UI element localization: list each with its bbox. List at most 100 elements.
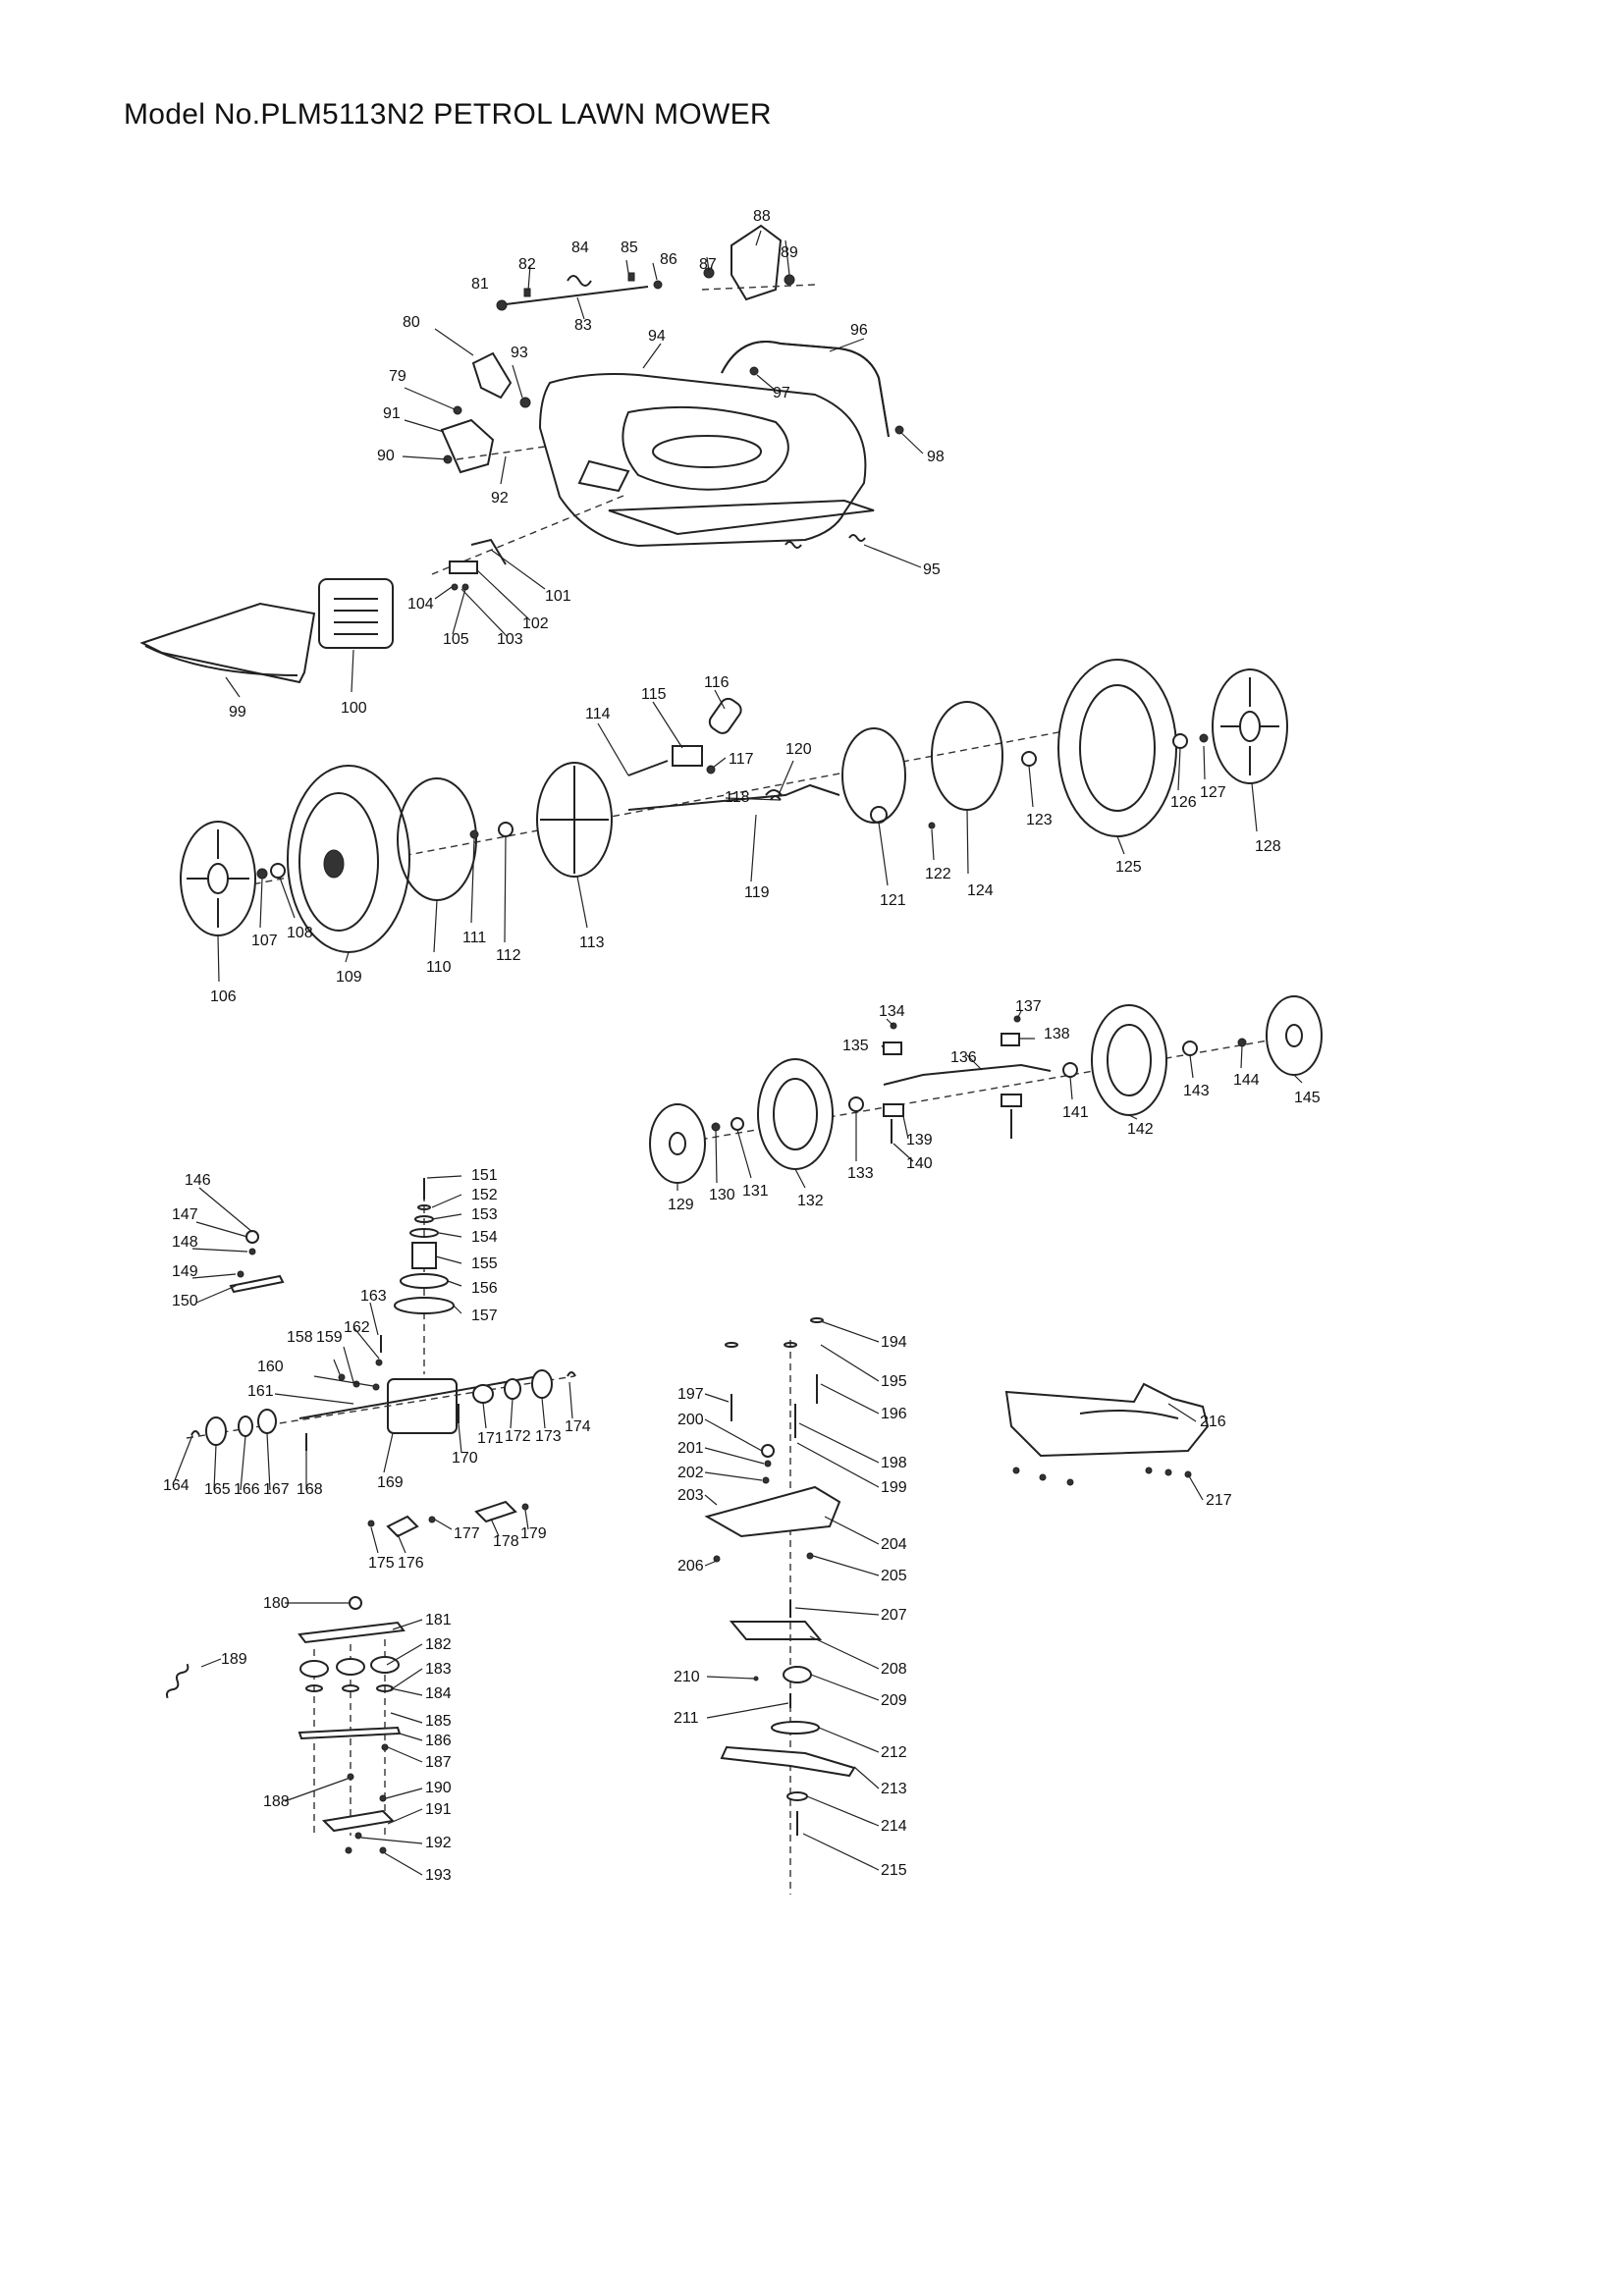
handle-bracket-88 [730, 224, 783, 301]
part-label-160: 160 [257, 1359, 284, 1375]
washer-130 [711, 1122, 721, 1132]
part-label-195: 195 [881, 1373, 907, 1390]
part-label-165: 165 [204, 1481, 231, 1498]
part-label-161: 161 [247, 1383, 274, 1400]
part-label-134: 134 [879, 1003, 905, 1020]
part-label-132: 132 [797, 1193, 824, 1209]
part-label-206: 206 [677, 1558, 704, 1575]
part-label-101: 101 [545, 588, 571, 605]
clip-120 [770, 795, 782, 801]
part-label-108: 108 [287, 925, 313, 941]
part-label-117: 117 [729, 751, 754, 768]
part-label-99: 99 [229, 704, 246, 721]
gear-ring-124 [931, 701, 1003, 811]
part-label-176: 176 [398, 1555, 424, 1572]
blade-assembly [704, 1317, 856, 1895]
washer-214 [786, 1791, 808, 1801]
part-label-111: 112 [496, 947, 521, 964]
part-label-177: 177 [454, 1525, 480, 1542]
pulley-155 [411, 1242, 437, 1269]
part-label-122: 122 [925, 866, 951, 882]
wheel-142 [1091, 1004, 1167, 1116]
washer-194c [810, 1317, 824, 1323]
part-label-198: 198 [881, 1455, 907, 1471]
part-label-154: 154 [471, 1229, 498, 1246]
washer-154 [409, 1228, 439, 1238]
clamp-139b [1001, 1094, 1022, 1107]
pulley-209 [783, 1666, 812, 1683]
nut-205 [806, 1552, 814, 1560]
part-label-92: 92 [491, 490, 509, 507]
part-label-118: 118 [725, 789, 750, 806]
nut-147 [245, 1230, 259, 1244]
hub-cap-106 [180, 821, 256, 936]
grass-bag-seam [144, 645, 298, 676]
part-label-186: 186 [425, 1733, 452, 1749]
wheel-142-rim [1107, 1024, 1152, 1096]
bracket-191 [321, 1809, 396, 1833]
gearbox-169 [387, 1378, 458, 1434]
clip-174 [567, 1371, 576, 1377]
bearing-108 [270, 863, 286, 879]
deck-inner-rim [622, 405, 789, 491]
part-label-187: 187 [425, 1754, 452, 1771]
flange-157 [394, 1297, 455, 1314]
screw-217d [1145, 1467, 1153, 1474]
nut-81 [496, 299, 508, 311]
part-label-115: 115 [641, 686, 667, 703]
part-label-133: 133 [847, 1165, 874, 1182]
part-label-201: 201 [677, 1440, 704, 1457]
screw-175 [367, 1520, 375, 1527]
part-label-127: 127 [1200, 784, 1226, 801]
part-label-93: 93 [511, 345, 528, 361]
gear-ring-110 [397, 777, 477, 901]
pulley-bracket-assembly [165, 1596, 406, 1854]
part-label-167: 167 [263, 1481, 290, 1498]
part-label-200: 200 [677, 1412, 704, 1428]
part-label-178: 178 [493, 1533, 519, 1550]
part-label-209: 209 [881, 1692, 907, 1709]
part-label-96: 96 [850, 322, 868, 339]
washer-183 [305, 1684, 323, 1692]
part-label-184: 184 [425, 1685, 452, 1702]
nut-200 [761, 1444, 775, 1458]
part-label-179: 179 [520, 1525, 547, 1542]
screw-104 [451, 583, 459, 591]
nut-93 [519, 397, 531, 408]
wheel-125-rim [1079, 684, 1156, 812]
washer-194b [784, 1342, 797, 1348]
deck-skirt [608, 499, 875, 536]
part-label-100: 100 [341, 700, 367, 717]
knob-180 [349, 1596, 362, 1610]
washer-201 [764, 1460, 772, 1468]
part-label-185: 185 [425, 1713, 452, 1730]
part-label-85: 85 [621, 240, 638, 256]
screw-193a [345, 1846, 352, 1854]
part-label-189: 189 [221, 1651, 247, 1668]
part-label-140: 140 [906, 1155, 933, 1172]
part-label-164: 164 [163, 1477, 189, 1494]
part-label-109: 109 [336, 969, 362, 986]
bushing-166 [238, 1415, 253, 1437]
part-label-203: 203 [677, 1487, 704, 1504]
hub-cap-106-spokes [187, 829, 249, 928]
hub-cap-129 [649, 1103, 706, 1184]
engine-cover-216-ridge [1079, 1409, 1179, 1419]
knob-97 [749, 366, 759, 376]
belt-208 [729, 1621, 823, 1640]
part-label-163: 163 [360, 1288, 387, 1305]
leader-lines [174, 230, 1303, 1876]
part-label-152: 152 [471, 1187, 498, 1203]
part-label-137: 137 [1015, 998, 1042, 1015]
grass-frame-100 [318, 578, 394, 649]
washer-152 [417, 1204, 431, 1210]
part-label-80: 80 [403, 314, 420, 331]
washer-148 [248, 1248, 256, 1255]
part-label-202: 202 [677, 1465, 704, 1481]
screw-112 [469, 829, 479, 839]
part-label-97: 97 [773, 385, 790, 401]
part-labels: 81 82 83 84 85 86 87 88 89 80 93 94 96 9… [163, 208, 1321, 1884]
part-label-162: 162 [344, 1319, 370, 1336]
part-label-194: 194 [881, 1334, 907, 1351]
